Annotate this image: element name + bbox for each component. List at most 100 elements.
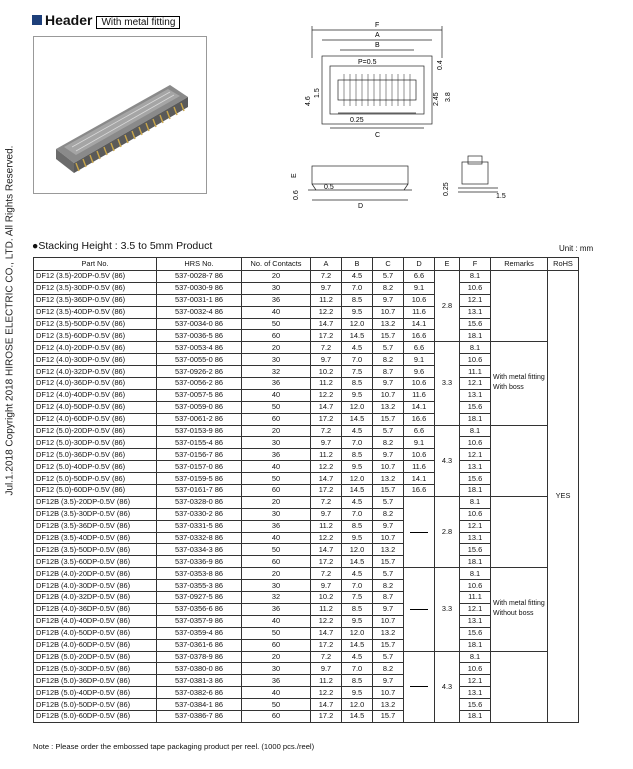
cell-F: 13.1 <box>459 614 491 628</box>
cell-part-no: DF12 (4.0)-30DP-0.5V (86) <box>33 353 157 367</box>
cell-D: 14.1 <box>403 472 435 486</box>
cell-B: 8.5 <box>341 674 373 688</box>
cell-C: 10.7 <box>372 388 404 402</box>
cell-A: 10.2 <box>310 591 342 604</box>
cell-F: 8.1 <box>459 567 491 581</box>
cell-F: 18.1 <box>459 484 491 497</box>
dim-B-label: B <box>375 42 380 49</box>
header-tag: With metal fitting <box>96 16 181 29</box>
dim-pitch-label: P=0.5 <box>358 59 377 66</box>
dim-C-label: C <box>375 132 380 139</box>
cell-F: 10.6 <box>459 507 491 521</box>
cell-C: 9.7 <box>372 602 404 616</box>
cell-part-no: DF12 (3.5)-36DP-0.5V (86) <box>33 293 157 307</box>
cell-part-no: DF12 (4.0)-36DP-0.5V (86) <box>33 377 157 390</box>
cell-hrs-no: 537-0028-7 86 <box>156 270 242 283</box>
cell-B: 14.5 <box>341 709 373 723</box>
cell-C: 15.7 <box>372 638 404 652</box>
cell-hrs-no: 537-0378-9 86 <box>156 650 242 664</box>
cell-contacts: 30 <box>241 579 311 593</box>
cell-B: 4.5 <box>341 270 373 283</box>
cell-B: 4.5 <box>341 495 373 509</box>
cell-B: 14.5 <box>341 412 373 426</box>
cell-part-no: DF12B (4.0)-50DP-0.5V (86) <box>33 626 157 640</box>
cell-hrs-no: 537-0353-8 86 <box>156 567 242 581</box>
cell-C: 15.7 <box>372 555 404 569</box>
cell-part-no: DF12B (4.0)-32DP-0.5V (86) <box>33 591 157 604</box>
cell-A: 9.7 <box>310 662 342 676</box>
cell-F: 13.1 <box>459 305 491 319</box>
cell-contacts: 32 <box>241 591 311 604</box>
cell-B: 4.5 <box>341 341 373 355</box>
cell-contacts: 50 <box>241 698 311 711</box>
cell-contacts: 60 <box>241 329 311 343</box>
cell-hrs-no: 537-0328-0 86 <box>156 495 242 509</box>
cell-hrs-no: 537-0356-6 86 <box>156 602 242 616</box>
cell-A: 17.2 <box>310 709 342 723</box>
cell-C: 8.2 <box>372 662 404 676</box>
cell-hrs-no: 537-0032-4 86 <box>156 305 242 319</box>
cell-F: 8.1 <box>459 341 491 355</box>
cell-hrs-no: 537-0336-9 86 <box>156 555 242 569</box>
dim-04-label: 0.4 <box>437 60 444 70</box>
cell-A: 12.2 <box>310 531 342 545</box>
cell-part-no: DF12B (4.0)-60DP-0.5V (86) <box>33 638 157 652</box>
cell-part-no: DF12 (3.5)-30DP-0.5V (86) <box>33 281 157 295</box>
cell-hrs-no: 537-0153-9 86 <box>156 424 242 438</box>
cell-F: 18.1 <box>459 329 491 343</box>
cell-contacts: 20 <box>241 341 311 355</box>
cell-D: 14.1 <box>403 400 435 414</box>
cell-A: 14.7 <box>310 472 342 486</box>
cell-contacts: 60 <box>241 412 311 426</box>
cell-F: 12.1 <box>459 602 491 616</box>
cell-A: 14.7 <box>310 400 342 414</box>
cell-D: 10.6 <box>403 293 435 307</box>
cell-remarks <box>490 269 548 343</box>
cell-B: 14.5 <box>341 555 373 569</box>
col-remarks: Remarks <box>490 257 548 271</box>
cell-C: 5.7 <box>372 650 404 664</box>
cell-D: 9.6 <box>403 365 435 379</box>
cell-C: 8.7 <box>372 365 404 379</box>
cell-B: 4.5 <box>341 650 373 664</box>
cell-A: 7.2 <box>310 424 342 438</box>
cell-D: 16.6 <box>403 412 435 426</box>
cell-part-no: DF12B (4.0)-40DP-0.5V (86) <box>33 614 157 628</box>
cell-F: 10.6 <box>459 662 491 676</box>
cell-part-no: DF12B (3.5)-36DP-0.5V (86) <box>33 519 157 533</box>
cell-D: 11.6 <box>403 305 435 319</box>
cell-part-no: DF12 (4.0)-20DP-0.5V (86) <box>33 341 157 355</box>
cell-F: 8.1 <box>459 650 491 664</box>
cell-F: 15.6 <box>459 317 491 331</box>
cell-C: 9.7 <box>372 377 404 390</box>
cell-contacts: 40 <box>241 686 311 700</box>
cell-part-no: DF12 (3.5)-20DP-0.5V (86) <box>33 270 157 283</box>
cell-part-no: DF12 (4.0)-40DP-0.5V (86) <box>33 388 157 402</box>
cell-C: 8.2 <box>372 436 404 450</box>
dim-06-label: 0.6 <box>293 190 300 200</box>
cell-B: 12.0 <box>341 472 373 486</box>
cell-F: 12.1 <box>459 293 491 307</box>
cell-contacts: 30 <box>241 507 311 521</box>
cell-hrs-no: 537-0057-5 86 <box>156 388 242 402</box>
cell-F: 15.6 <box>459 400 491 414</box>
cell-A: 9.7 <box>310 507 342 521</box>
cell-A: 14.7 <box>310 317 342 331</box>
cell-A: 11.2 <box>310 602 342 616</box>
col-E: E <box>434 257 460 271</box>
cell-C: 8.2 <box>372 281 404 295</box>
cell-F: 11.1 <box>459 591 491 604</box>
col-C: C <box>372 257 404 271</box>
cell-part-no: DF12B (4.0)-20DP-0.5V (86) <box>33 567 157 581</box>
cell-contacts: 30 <box>241 353 311 367</box>
col-B: B <box>341 257 373 271</box>
